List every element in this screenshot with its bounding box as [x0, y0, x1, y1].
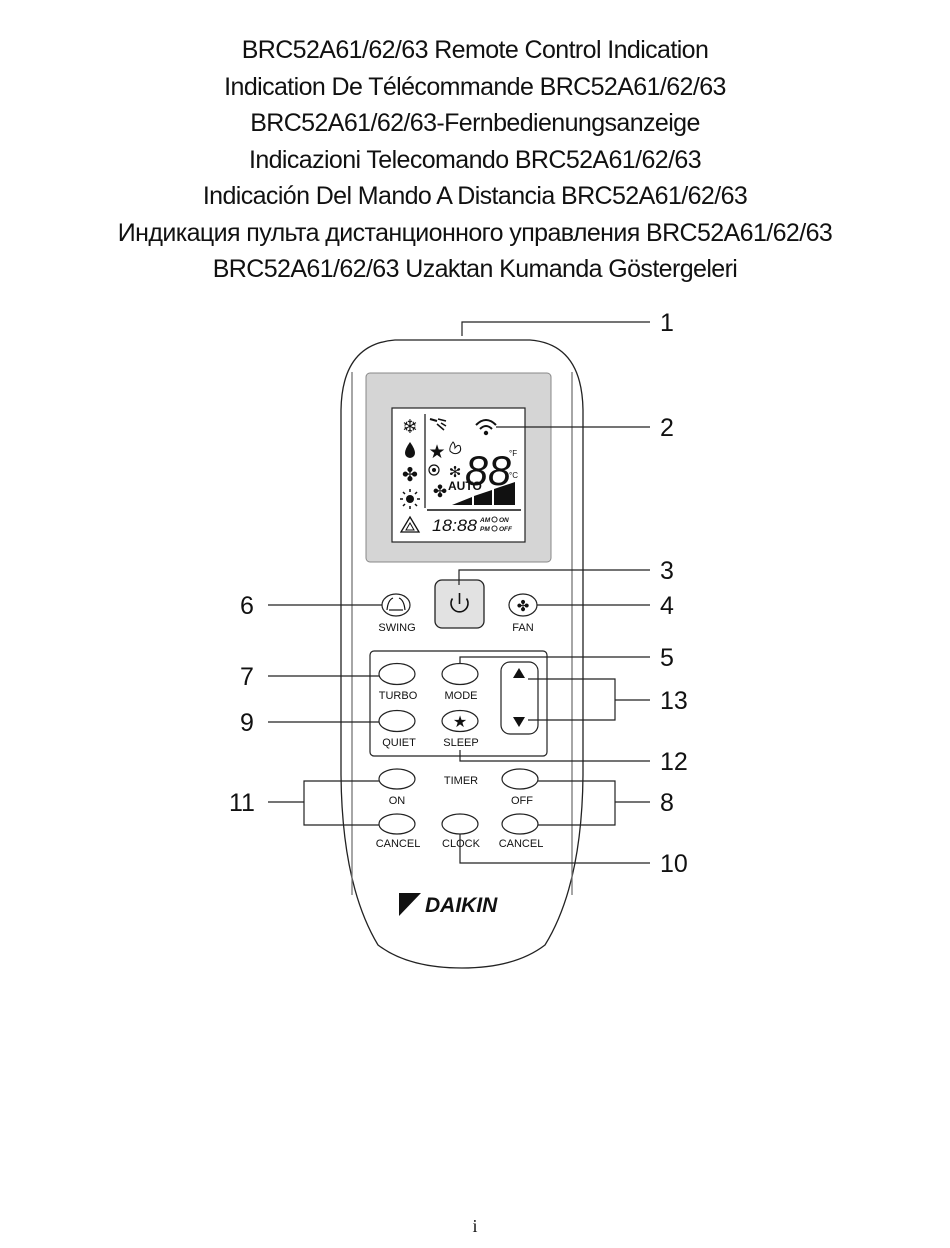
title-russian: Индикация пульта дистанционного управлен… — [117, 218, 833, 247]
fan-mode-icon: ✤ — [402, 465, 418, 486]
clock-button[interactable] — [441, 813, 479, 835]
sleep-button[interactable]: ★ — [441, 709, 479, 733]
fan-speed-bar-1 — [452, 497, 472, 505]
callout-7: 7 — [240, 663, 254, 691]
callout-1: 1 — [660, 309, 674, 337]
temperature-up-button[interactable] — [513, 668, 525, 678]
timer-on-button-label: ON — [389, 795, 406, 807]
title-turkish: BRC52A61/62/63 Uzaktan Kumanda Göstergel… — [212, 255, 738, 283]
leader-lines — [268, 321, 650, 864]
timer-clock-icon — [428, 464, 440, 476]
timer-off-clock-icon — [491, 525, 498, 532]
quiet-button-label: QUIET — [382, 737, 416, 749]
cancel-timer-off-button[interactable] — [501, 813, 539, 835]
swing-icon — [386, 597, 394, 611]
turbo-button-label: TURBO — [379, 690, 418, 702]
quiet-mode-icon — [449, 441, 462, 455]
clock-readout: 18:88 — [432, 516, 478, 535]
callout-4: 4 — [660, 592, 674, 620]
title-spanish: Indicación Del Mando A Distancia BRC52A6… — [202, 182, 748, 210]
swing-button[interactable] — [381, 593, 411, 617]
fahrenheit-indicator: °F — [509, 449, 517, 458]
timer-off-button[interactable] — [501, 768, 539, 790]
title-german: BRC52A61/62/63-Fernbedienungsanzeige — [250, 109, 700, 137]
fan-speed-bar-3 — [494, 482, 515, 505]
sleep-button-label: SLEEP — [443, 737, 478, 749]
fan-icon: ✤ — [517, 598, 530, 615]
leader-bracket-8 — [538, 780, 616, 826]
cancel-timer-off-button-label: CANCEL — [499, 838, 544, 850]
auto-fan-indicator: AUTO — [448, 479, 482, 493]
quiet-button[interactable] — [378, 709, 416, 733]
timer-off-indicator: OFF — [499, 526, 513, 533]
power-button[interactable] — [434, 579, 485, 629]
callout-5: 5 — [660, 644, 674, 672]
title-italian: Indicazioni Telecomando BRC52A61/62/63 — [248, 145, 702, 174]
callout-9: 9 — [240, 709, 254, 737]
turbo-mode-icon: ✻ — [449, 464, 462, 481]
leader-line-5 — [459, 656, 650, 664]
lcd-screen — [391, 407, 526, 543]
swing-louver-icon — [429, 418, 447, 431]
temperature-rocker — [500, 661, 539, 735]
callout-10: 10 — [660, 850, 688, 878]
turbo-button[interactable] — [378, 662, 416, 686]
daikin-logo-mark — [399, 893, 421, 916]
signal-transmit-icon — [475, 419, 497, 436]
fan-button-label: FAN — [512, 622, 533, 634]
callout-3: 3 — [660, 557, 674, 585]
leader-line-10 — [459, 834, 650, 864]
callout-11: 11 — [229, 789, 255, 817]
cancel-timer-on-button-label: CANCEL — [376, 838, 421, 850]
dry-mode-icon — [405, 442, 415, 458]
fan-speed-bar-2 — [474, 490, 492, 505]
sleep-star-icon: ★ — [428, 442, 445, 463]
heat-mode-icon — [400, 489, 420, 509]
clock-button-label: CLOCK — [442, 838, 481, 850]
swing-button-label: SWING — [378, 622, 415, 634]
cool-mode-icon: ❄ — [402, 417, 418, 438]
title-block: BRC52A61/62/63 Remote Control Indication… — [0, 32, 950, 288]
pm-indicator: PM — [480, 526, 490, 533]
callout-2: 2 — [660, 414, 674, 442]
timer-off-button-label: OFF — [511, 795, 533, 807]
power-icon — [450, 598, 469, 613]
timer-label: TIMER — [444, 775, 478, 787]
callout-6: 6 — [240, 592, 254, 620]
timer-on-clock-icon — [491, 516, 498, 523]
temperature-down-button[interactable] — [513, 717, 525, 727]
leader-bracket-11 — [303, 780, 379, 826]
auto-mode-icon — [399, 515, 421, 533]
callout-13: 13 — [660, 687, 688, 715]
cancel-timer-on-button[interactable] — [378, 813, 416, 835]
title-english: BRC52A61/62/63 Remote Control Indication — [241, 36, 709, 64]
timer-on-indicator: ON — [499, 517, 509, 524]
callout-8: 8 — [660, 789, 674, 817]
fan-button[interactable]: ✤ — [508, 593, 538, 617]
callout-12: 12 — [660, 748, 688, 776]
title-french: Indication De Télécommande BRC52A61/62/6… — [224, 72, 726, 101]
leader-line-3 — [458, 569, 650, 585]
function-panel — [369, 650, 548, 757]
fan-speed-icon: ✤ — [433, 482, 447, 501]
leader-line-1 — [461, 321, 650, 336]
leader-line-12 — [459, 750, 650, 762]
daikin-logo: DAIKIN — [399, 893, 498, 917]
am-indicator: AM — [479, 517, 491, 524]
page-number: i — [472, 1216, 478, 1236]
celsius-indicator: °C — [509, 471, 518, 480]
brand-name: DAIKIN — [425, 894, 498, 917]
timer-on-button[interactable] — [378, 768, 416, 790]
mode-button[interactable] — [441, 662, 479, 686]
mode-button-label: MODE — [445, 690, 478, 702]
sleep-star-button-icon: ★ — [453, 714, 467, 731]
